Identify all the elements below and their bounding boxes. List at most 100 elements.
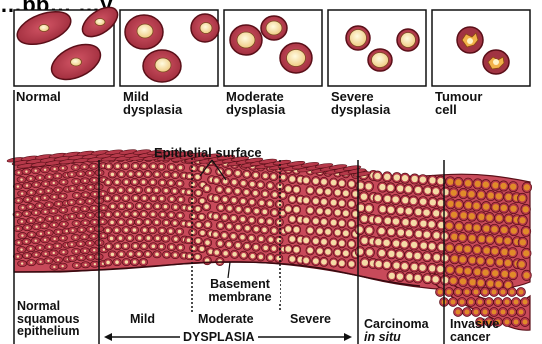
- epithelial-cell-nucleus: [30, 233, 32, 235]
- epithelial-cell-nucleus: [398, 229, 404, 235]
- epithelial-cell-nucleus: [325, 249, 331, 255]
- epithelial-cell-nucleus: [378, 228, 384, 234]
- epithelial-cell-nucleus: [124, 164, 128, 168]
- epithelial-cell-nucleus: [339, 200, 345, 206]
- epithelial-cell-nucleus: [129, 220, 133, 224]
- epithelial-cell-nucleus: [188, 254, 192, 258]
- epithelial-cell-nucleus: [460, 278, 466, 284]
- epithelial-cell-nucleus: [325, 189, 331, 195]
- epithelial-cell-nucleus: [253, 191, 258, 196]
- epithelial-cell-nucleus: [524, 184, 530, 190]
- epithelial-cell-nucleus: [165, 221, 169, 225]
- epithelial-cell-nucleus: [35, 225, 37, 227]
- epithelial-cell-nucleus: [218, 241, 223, 246]
- epithelial-cell-nucleus: [173, 189, 177, 193]
- epithelial-cell-nucleus: [375, 217, 381, 223]
- invasive-cell-nucleus: [510, 310, 515, 315]
- epithelial-cell-nucleus: [245, 244, 250, 249]
- epithelial-cell-nucleus: [331, 240, 337, 246]
- epithelial-cell-nucleus: [380, 206, 386, 212]
- epithelial-cell-nucleus: [155, 221, 159, 225]
- epithelial-cell-nucleus: [48, 176, 50, 178]
- epithelial-cell-nucleus: [151, 213, 155, 217]
- epithelial-cell-nucleus: [102, 235, 104, 237]
- epithelial-cell-nucleus: [137, 188, 141, 192]
- epithelial-cell-nucleus: [254, 209, 259, 214]
- epithelial-cell-nucleus: [57, 203, 59, 205]
- epithelial-cell-nucleus: [447, 267, 453, 273]
- epithelial-cell-nucleus: [106, 181, 110, 185]
- epithelial-cell-nucleus: [20, 248, 22, 250]
- epithelial-cell-nucleus: [142, 244, 146, 248]
- epithelial-cell-nucleus: [392, 196, 398, 202]
- epithelial-cell-nucleus: [84, 208, 86, 210]
- invasive-cell-nucleus: [519, 310, 524, 315]
- stage-label-severe: Severedysplasia: [331, 90, 390, 116]
- epithelial-cell-nucleus: [410, 198, 416, 204]
- epithelial-cell-nucleus: [170, 165, 174, 169]
- epithelial-cell-nucleus: [205, 186, 210, 191]
- invasive-cell-nucleus: [483, 310, 488, 315]
- epithelial-cell-nucleus: [501, 249, 507, 255]
- epithelial-cell-nucleus: [80, 173, 82, 175]
- epithelial-cell-nucleus: [259, 201, 264, 206]
- epithelial-cell-nucleus: [21, 262, 23, 264]
- epithelial-cell-nucleus: [116, 164, 120, 168]
- epithelial-cell-nucleus: [25, 170, 27, 172]
- epithelial-cell-nucleus: [160, 197, 164, 201]
- epithelial-cell-nucleus: [268, 183, 273, 188]
- invasive-cell-nucleus: [492, 290, 497, 295]
- epithelial-cell-nucleus: [79, 201, 81, 203]
- epithelial-cell-nucleus: [500, 183, 506, 189]
- epithelial-cell-nucleus: [406, 252, 412, 258]
- epithelial-cell-nucleus: [116, 212, 120, 216]
- epithelial-cell-nucleus: [415, 231, 421, 237]
- epithelial-cell-nucleus: [456, 267, 462, 273]
- epithelial-cell-nucleus: [496, 193, 502, 199]
- epithelial-cell-nucleus: [137, 172, 141, 176]
- epithelial-cell-nucleus: [325, 209, 331, 215]
- epithelial-cell-nucleus: [479, 236, 485, 242]
- epithelial-cell-nucleus: [156, 237, 160, 241]
- epithelial-cell-nucleus: [26, 212, 28, 214]
- epithelial-cell-nucleus: [522, 206, 528, 212]
- epithelial-cell-nucleus: [128, 236, 132, 240]
- epithelial-cell-nucleus: [321, 219, 327, 225]
- epithelial-cell-nucleus: [394, 174, 400, 180]
- epithelial-cell-nucleus: [44, 183, 46, 185]
- epithelial-cell-nucleus: [195, 175, 200, 180]
- epithelial-cell-nucleus: [488, 192, 494, 198]
- invasive-cell-nucleus: [523, 300, 528, 305]
- epithelial-cell-nucleus: [250, 254, 255, 259]
- epithelial-cell-nucleus: [206, 222, 211, 227]
- epithelial-cell-nucleus: [143, 228, 147, 232]
- epithelial-cell-nucleus: [173, 253, 177, 257]
- epithelial-cell-nucleus: [361, 193, 367, 199]
- epithelial-cell-nucleus: [222, 233, 227, 238]
- epithelial-cell-nucleus: [473, 203, 479, 209]
- epithelial-cell-nucleus: [349, 201, 355, 207]
- epithelial-cell-nucleus: [89, 186, 91, 188]
- epithelial-cell-nucleus: [277, 220, 282, 225]
- epithelial-cell-nucleus: [294, 207, 300, 213]
- epithelial-cell-nucleus: [16, 213, 18, 215]
- epithelial-cell-nucleus: [30, 219, 32, 221]
- epithelial-cell-nucleus: [56, 245, 58, 247]
- epithelial-cell-nucleus: [227, 224, 232, 229]
- epithelial-cell-nucleus: [375, 195, 381, 201]
- epithelial-cell-nucleus: [142, 260, 146, 264]
- epithelial-cell-nucleus: [468, 191, 474, 197]
- epithelial-cell-nucleus: [146, 220, 150, 224]
- invasive-cell-nucleus: [456, 310, 461, 315]
- invasive-cell-nucleus: [451, 300, 456, 305]
- epithelial-cell-nucleus: [208, 249, 213, 254]
- stage-label-tumour: Tumourcell: [435, 90, 482, 116]
- invasive-cell-nucleus: [496, 300, 501, 305]
- epithelial-cell-nucleus: [129, 252, 133, 256]
- epithelial-cell-nucleus: [402, 175, 408, 181]
- epithelial-cell-nucleus: [213, 232, 218, 237]
- epithelial-cell-nucleus: [519, 195, 525, 201]
- epithelial-cell-nucleus: [493, 204, 499, 210]
- epithelial-cell-nucleus: [22, 206, 24, 208]
- epithelial-cell-nucleus: [21, 234, 23, 236]
